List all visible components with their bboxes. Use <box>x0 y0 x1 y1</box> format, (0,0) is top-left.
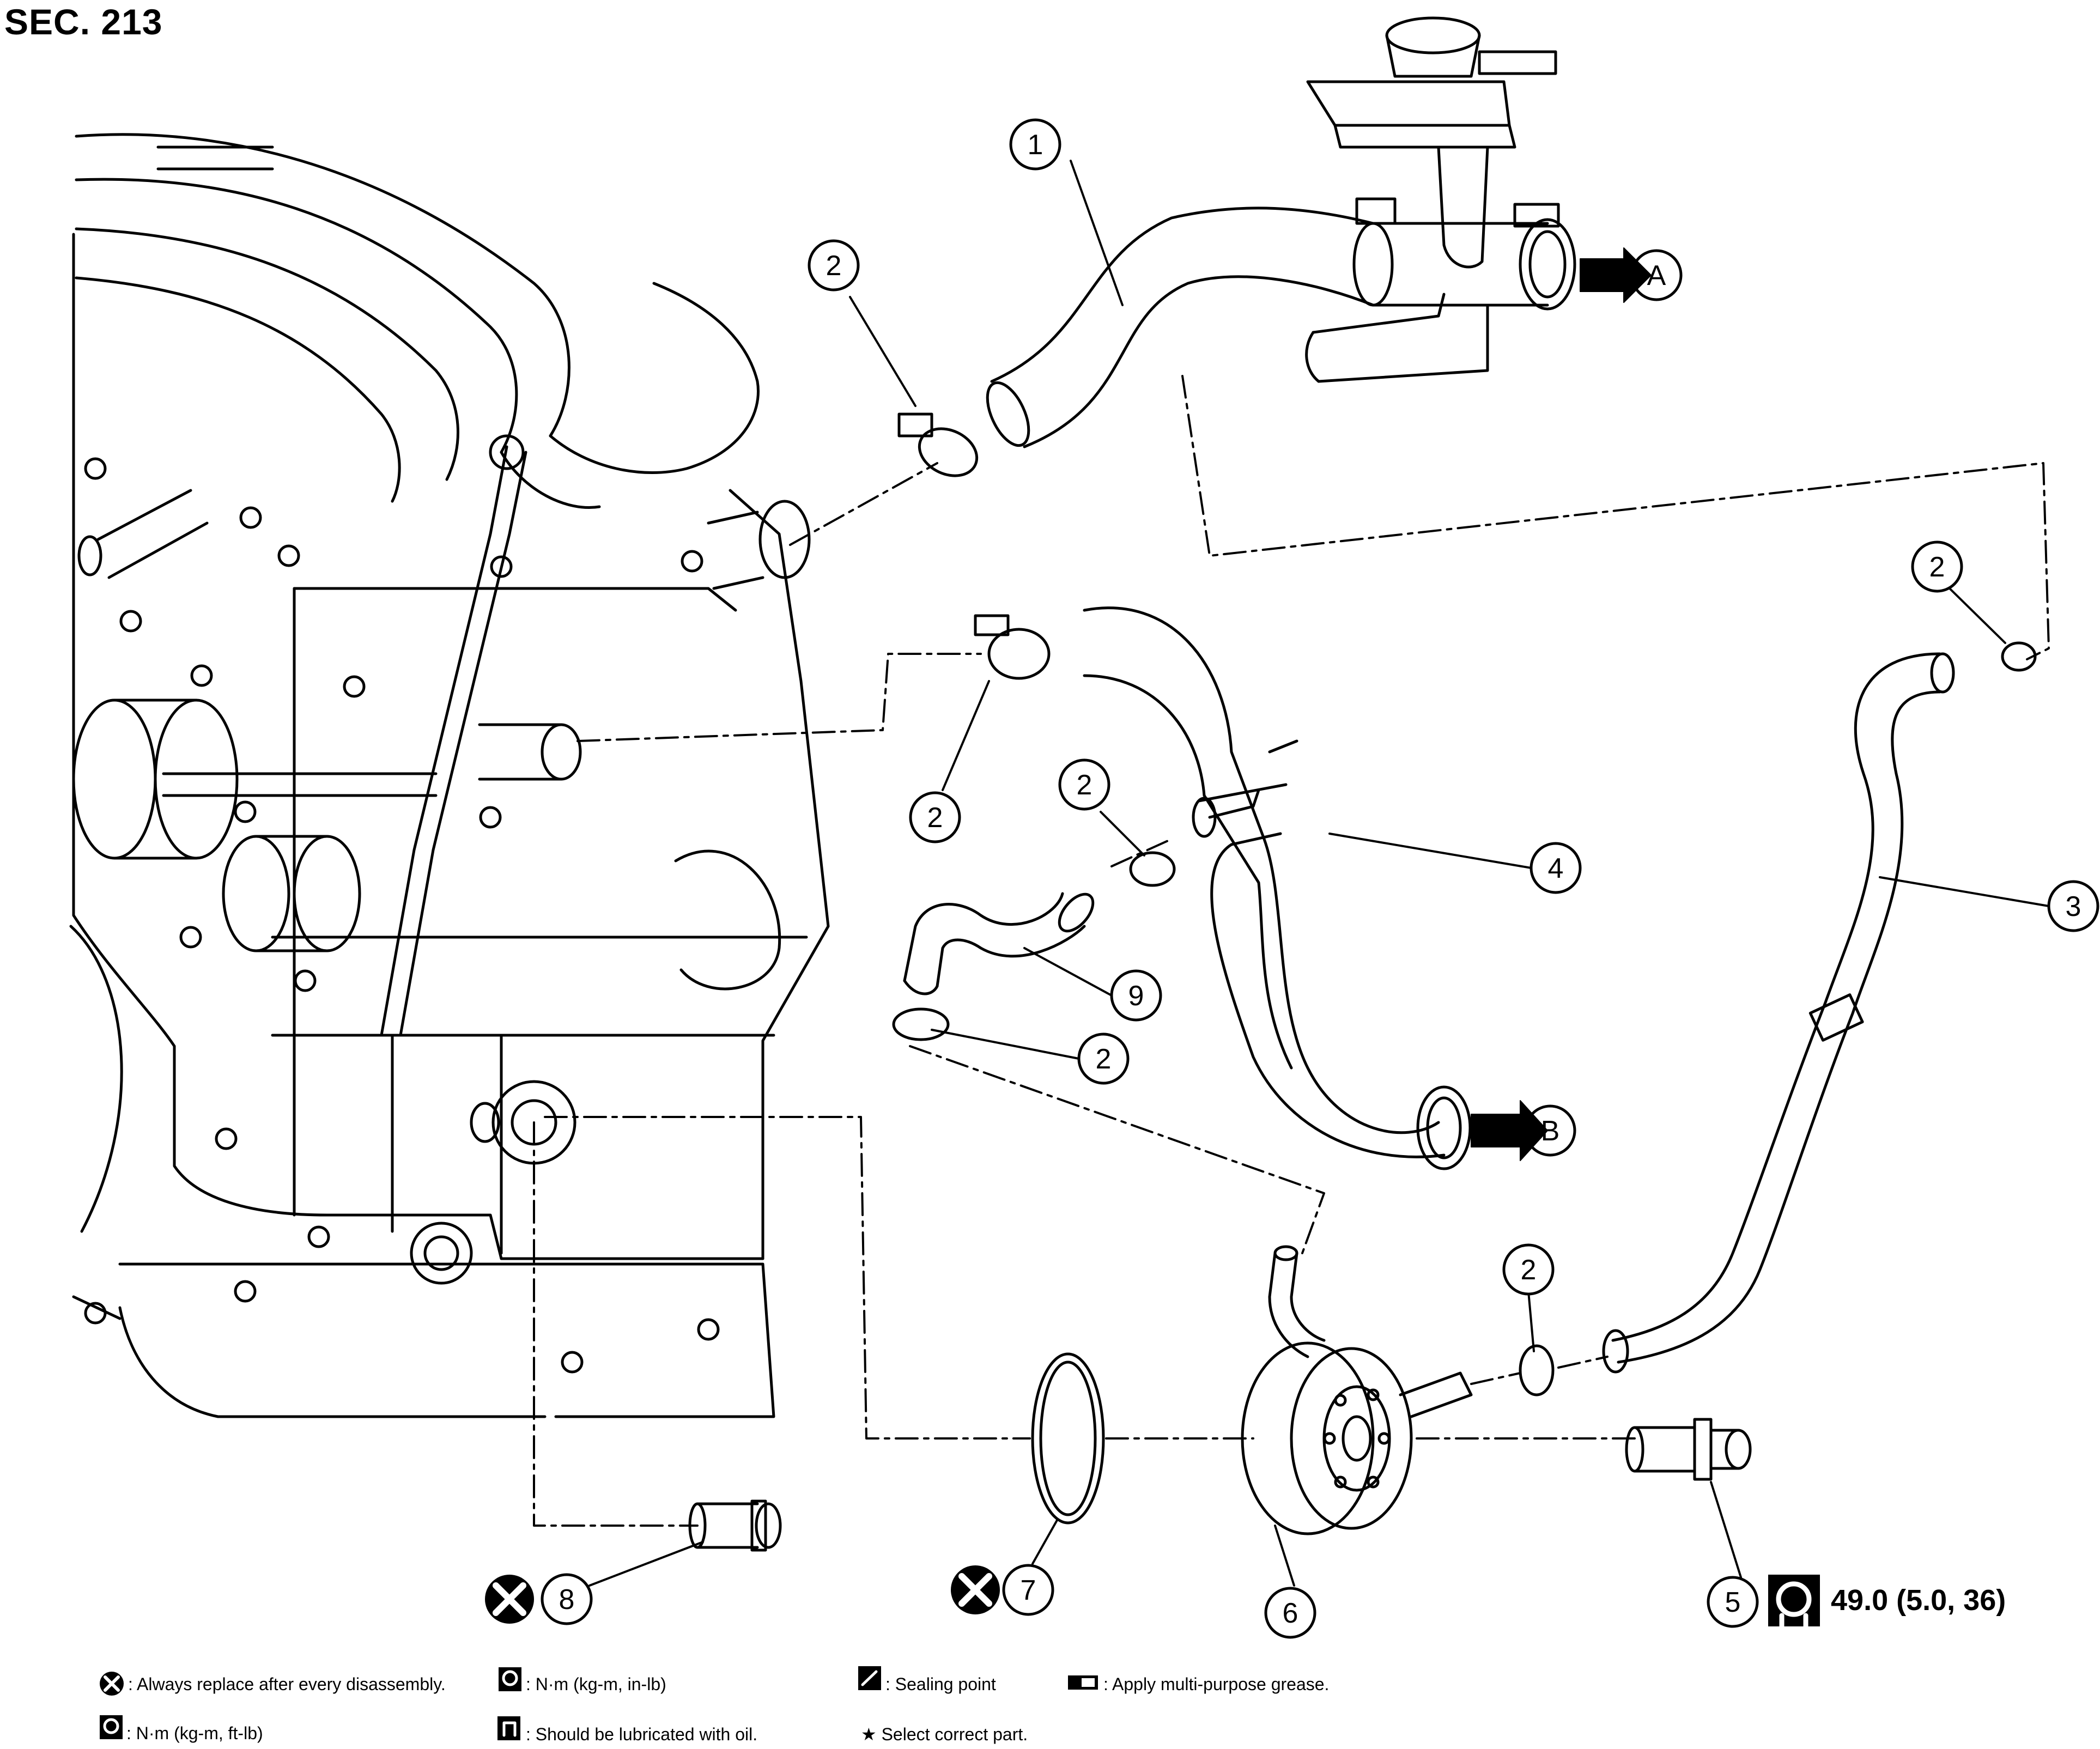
legend-lubricate: : Should be lubricated with oil. <box>526 1724 757 1744</box>
callout-3-number: 3 <box>2066 891 2081 922</box>
section-title: SEC. 213 <box>4 2 163 42</box>
connector-a: A <box>1580 247 1683 303</box>
callout-8: 8 <box>541 1541 704 1625</box>
callouts: 1 2 2 2 2 2 <box>541 118 2099 1639</box>
oil-cooler <box>1241 1245 1473 1535</box>
callout-2-right: 2 <box>1911 541 2006 644</box>
legend-select-part: ★ Select correct part. <box>861 1724 1028 1744</box>
legend-nm-in-lb: : N·m (kg-m, in-lb) <box>526 1674 666 1694</box>
callout-5-number: 5 <box>1725 1587 1741 1618</box>
callout-6-number: 6 <box>1283 1598 1298 1629</box>
callout-5: 5 <box>1707 1481 1759 1628</box>
hose-3 <box>1602 652 1955 1374</box>
callout-2-mid-number: 2 <box>927 802 943 834</box>
water-outlet-assembly <box>1305 16 1576 383</box>
callout-7: 7 <box>1002 1519 1058 1616</box>
callout-6: 6 <box>1264 1525 1316 1639</box>
replace-symbol-7 <box>951 1565 1000 1614</box>
routing-lines <box>533 375 2050 1527</box>
callout-2-top: 2 <box>808 239 917 407</box>
callout-4-number: 4 <box>1548 853 1564 884</box>
hose-4 <box>1083 606 1472 1170</box>
connector-bolt <box>1625 1418 1752 1481</box>
callout-2-right-number: 2 <box>1929 551 1945 583</box>
callout-1-number: 1 <box>1028 129 1043 161</box>
callout-2-top-number: 2 <box>826 250 842 282</box>
callout-2-mid: 2 <box>909 680 990 843</box>
legend: : Always replace after every disassembly… <box>100 1666 1329 1744</box>
callout-2-cooler: 2 <box>1502 1243 1555 1352</box>
callout-9-number: 9 <box>1128 980 1144 1012</box>
hose-9 <box>903 892 1095 995</box>
legend-nm-ft-lb: : N·m (kg-m, ft-lb) <box>126 1723 263 1743</box>
callout-1: 1 <box>1009 118 1124 306</box>
legend-replace: : Always replace after every disassembly… <box>128 1674 446 1694</box>
callout-9: 9 <box>1023 947 1162 1022</box>
callout-2-lower-number: 2 <box>1096 1043 1112 1075</box>
torque-value: 49.0 (5.0, 36) <box>1831 1584 2006 1617</box>
callout-2-hose9-number: 2 <box>1077 769 1093 801</box>
callout-8-number: 8 <box>559 1584 575 1616</box>
connector-b-label: B <box>1541 1115 1560 1147</box>
replace-symbol-8 <box>485 1575 534 1624</box>
o-ring <box>1031 1352 1105 1525</box>
callout-7-number: 7 <box>1021 1575 1036 1606</box>
torque-spec: 49.0 (5.0, 36) <box>1768 1575 2006 1629</box>
connector-a-label: A <box>1647 260 1666 292</box>
legend-grease: : Apply multi-purpose grease. <box>1103 1674 1329 1694</box>
callout-2-hose9: 2 <box>1058 758 1145 857</box>
callout-4: 4 <box>1328 833 1582 894</box>
legend-sealing: : Sealing point <box>885 1674 996 1694</box>
engine-block <box>69 133 830 1418</box>
hose-clamps <box>892 412 2037 1396</box>
connector-b: B <box>1471 1100 1576 1161</box>
callout-3: 3 <box>1879 876 2099 932</box>
hose-1 <box>986 207 1375 448</box>
callout-2-lower: 2 <box>931 1029 1130 1085</box>
callout-2-cooler-number: 2 <box>1521 1254 1537 1286</box>
